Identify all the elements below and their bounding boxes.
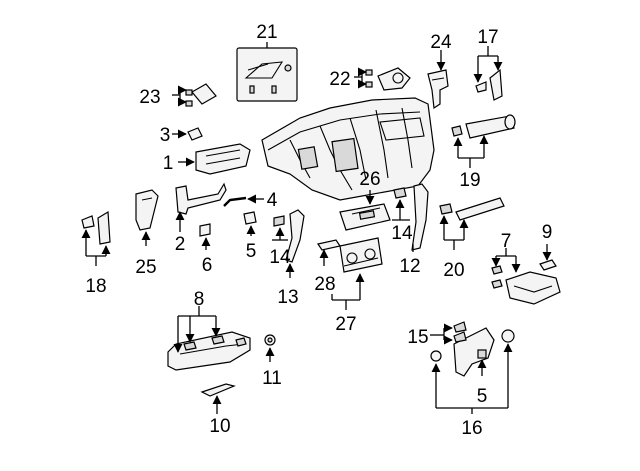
callout-8: 8: [194, 289, 205, 310]
callout-5a: 5: [246, 241, 257, 262]
callout-22: 22: [329, 69, 350, 90]
part-4: [223, 196, 247, 207]
part-16: [430, 321, 515, 377]
part-7: [491, 265, 561, 305]
part-8: [167, 331, 251, 371]
part-24: [427, 69, 449, 110]
callout-7: 7: [501, 231, 512, 252]
part-6: [199, 223, 211, 237]
callout-25: 25: [135, 257, 156, 278]
callout-5b: 5: [477, 386, 488, 407]
callout-3: 3: [160, 125, 171, 146]
callout-21: 21: [256, 22, 277, 43]
part-22: [365, 67, 411, 91]
callout-14b: 14: [391, 223, 413, 244]
part-11: [264, 334, 276, 346]
callout-6: 6: [202, 255, 213, 276]
instrument-panel: [261, 97, 435, 201]
callout-13: 13: [277, 287, 298, 308]
callout-10: 10: [209, 416, 230, 437]
callout-15: 15: [407, 327, 428, 348]
part-5a: [243, 211, 257, 225]
callout-4: 4: [267, 190, 278, 211]
callout-27: 27: [335, 314, 356, 335]
part-25: [135, 189, 159, 231]
part-3: [187, 127, 203, 141]
part-23: [185, 83, 217, 107]
part-19: [451, 114, 516, 139]
callout-19: 19: [459, 170, 480, 191]
part-17: [475, 68, 503, 101]
callout-11: 11: [262, 368, 282, 389]
callout-16: 16: [461, 418, 482, 439]
callout-9: 9: [542, 222, 553, 243]
part-21: [236, 47, 298, 102]
callout-28: 28: [314, 274, 335, 295]
part-18: [81, 210, 111, 245]
part-1: [195, 143, 251, 175]
callout-18: 18: [85, 276, 106, 297]
callout-26: 26: [359, 169, 380, 190]
part-12: [393, 183, 429, 251]
part-20: [439, 197, 505, 221]
callout-24: 24: [430, 32, 452, 53]
part-2: [175, 182, 227, 215]
callout-23: 23: [139, 87, 160, 108]
callout-2: 2: [175, 234, 186, 255]
part-27: [317, 237, 383, 273]
part-26: [339, 203, 391, 231]
callout-14a: 14: [269, 247, 291, 268]
callout-12: 12: [399, 256, 420, 277]
callout-1: 1: [163, 153, 174, 174]
part-10: [200, 383, 236, 397]
part-9: [539, 259, 557, 271]
callout-17: 17: [477, 27, 498, 48]
part-13: [273, 209, 305, 263]
callout-20: 20: [443, 260, 464, 281]
